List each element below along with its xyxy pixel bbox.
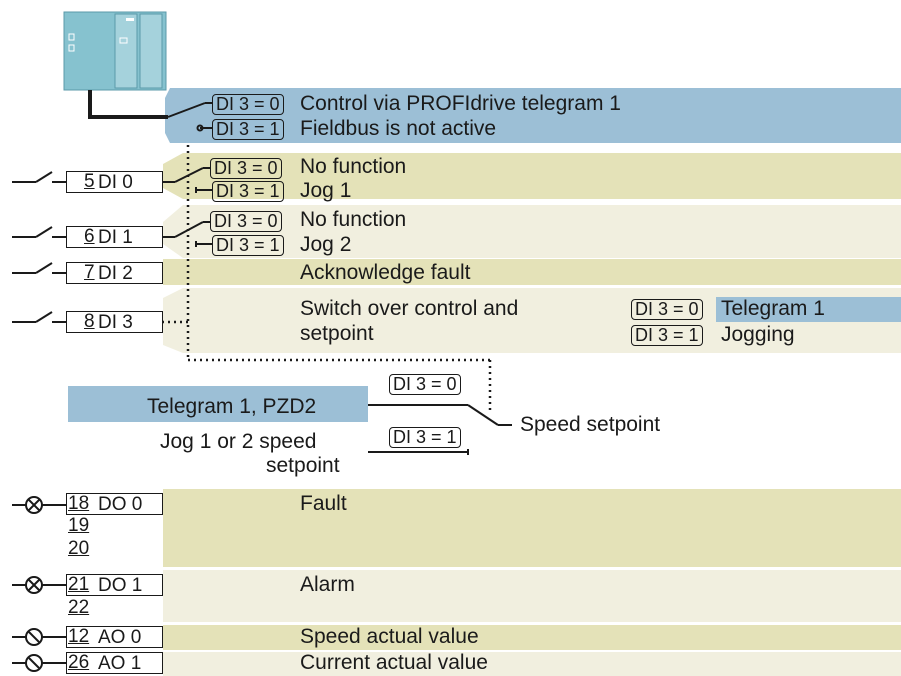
do0-band	[163, 489, 901, 567]
terminal-box-di3	[66, 311, 163, 333]
di1-func0: No function	[300, 208, 407, 231]
terminal-box-ao0	[66, 626, 163, 648]
di1-cond1: DI 3 = 1	[212, 235, 284, 256]
terminal-number: 7	[84, 262, 95, 283]
lamp-icon	[12, 496, 66, 514]
di3-opt0: Telegram 1	[721, 297, 825, 320]
ao1-func: Current actual value	[300, 651, 488, 674]
setpoint-cond1: DI 3 = 1	[389, 427, 461, 448]
do1-func: Alarm	[300, 573, 355, 596]
meter-icon	[12, 628, 66, 646]
di1-band	[163, 205, 901, 258]
di3-opt1: Jogging	[721, 323, 795, 346]
fieldbus-cond1: DI 3 = 1	[212, 119, 284, 140]
di3-cond1: DI 3 = 1	[631, 325, 703, 346]
di0-func1: Jog 1	[300, 179, 352, 202]
terminal-number: 6	[84, 226, 95, 247]
terminal-box-di1	[66, 226, 163, 248]
terminal-box-di0	[66, 171, 163, 193]
di3-cond0: DI 3 = 0	[631, 299, 703, 320]
output-name: DO 0	[98, 494, 143, 515]
di1-func1: Jog 2	[300, 233, 352, 256]
terminal-number: 8	[84, 311, 95, 332]
di2-band	[163, 259, 901, 285]
setpoint-output: Speed setpoint	[520, 413, 661, 436]
input-name: DI 0	[98, 172, 133, 193]
fieldbus-band	[165, 88, 901, 143]
terminal-number: 12	[68, 626, 90, 647]
di0-cond0: DI 3 = 0	[210, 158, 282, 179]
di3-func-line2: setpoint	[300, 322, 374, 345]
terminal-box-ao1	[66, 652, 163, 674]
do1-band	[163, 570, 901, 622]
setpoint-source0: Telegram 1, PZD2	[147, 395, 317, 418]
meter-icon	[12, 654, 66, 672]
lamp-icon	[12, 576, 66, 594]
terminal-number: 18	[68, 493, 90, 514]
setpoint-source1-line1: Jog 1 or 2 speed	[160, 430, 317, 453]
plc-device-icon	[63, 11, 167, 91]
output-name: AO 0	[98, 627, 142, 648]
di0-band	[163, 153, 901, 199]
di1-cond0: DI 3 = 0	[210, 211, 282, 232]
input-name: DI 2	[98, 263, 133, 284]
terminal-number: 20	[68, 538, 90, 559]
output-name: DO 1	[98, 575, 143, 596]
fieldbus-label0: Control via PROFIdrive telegram 1	[300, 92, 621, 115]
terminal-number: 5	[84, 171, 95, 192]
terminal-box-do0	[66, 493, 163, 515]
telegram-highlight	[716, 297, 901, 322]
terminal-number: 26	[68, 652, 90, 673]
output-name: AO 1	[98, 653, 142, 674]
di2-func: Acknowledge fault	[300, 261, 471, 284]
fieldbus-label1: Fieldbus is not active	[300, 117, 497, 140]
terminal-number: 21	[68, 574, 90, 595]
setpoint-source-band	[68, 386, 368, 422]
input-name: DI 3	[98, 312, 133, 333]
terminal-box-do1	[66, 574, 163, 596]
do0-func: Fault	[300, 492, 347, 515]
setpoint-source1-line2: setpoint	[266, 454, 340, 477]
di0-cond1: DI 3 = 1	[212, 181, 284, 202]
terminal-number: 22	[68, 597, 90, 618]
ao1-band	[163, 652, 901, 676]
fieldbus-cond0: DI 3 = 0	[212, 94, 284, 115]
input-name: DI 1	[98, 227, 133, 248]
ao0-func: Speed actual value	[300, 625, 479, 648]
di3-func-line1: Switch over control and	[300, 297, 519, 320]
di0-func0: No function	[300, 155, 407, 178]
terminal-box-di2	[66, 262, 163, 284]
ao0-band	[163, 625, 901, 650]
terminal-number: 19	[68, 515, 90, 536]
setpoint-cond0: DI 3 = 0	[389, 374, 461, 395]
